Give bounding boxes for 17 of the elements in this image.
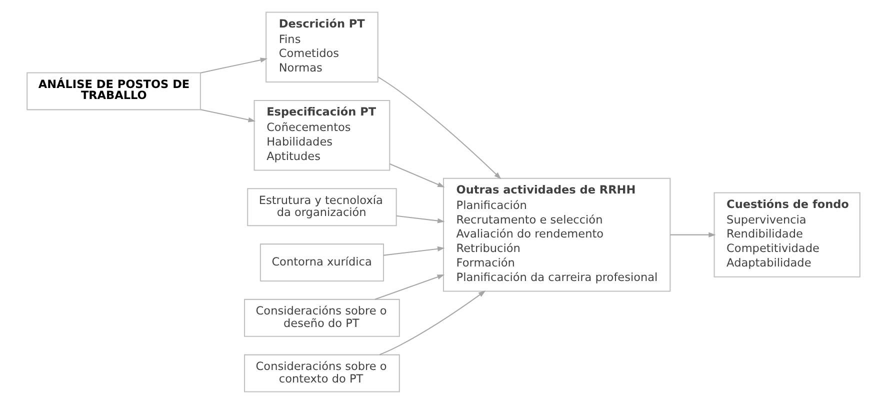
node-box: Consideracións sobre o deseño do PT [244, 298, 400, 337]
arrow [200, 109, 256, 122]
node-box: Cuestións de fondo Supervivencia Rendibilidade Competitividade Adaptabilidade [714, 192, 860, 278]
node-box: Descrición PT Fins Cometidos Normas [266, 12, 378, 83]
arrow [670, 232, 716, 238]
node-box: Consideracións sobre o contexto do PT [244, 354, 400, 392]
arrow [200, 58, 268, 74]
arrow [396, 215, 445, 224]
arrow [378, 76, 502, 180]
node-box: Outras actividades de RRHH Planificación Recrutamento e selección Avaliación do rendemento Retribución Formación Planificación da carreira profesional [442, 178, 671, 292]
arrow [384, 246, 445, 256]
node-box: Estrutura y tecnoloxía da organización [247, 188, 397, 226]
arrow [390, 163, 445, 188]
node-box: ANÁLISE DE POSTOS DE TRABALLO [26, 72, 201, 110]
arrow [374, 274, 444, 300]
node-box: Contorna xurídica [260, 244, 384, 282]
node-box: Especificación PT Coñecementos Habilidades Aptitudes [254, 100, 390, 171]
